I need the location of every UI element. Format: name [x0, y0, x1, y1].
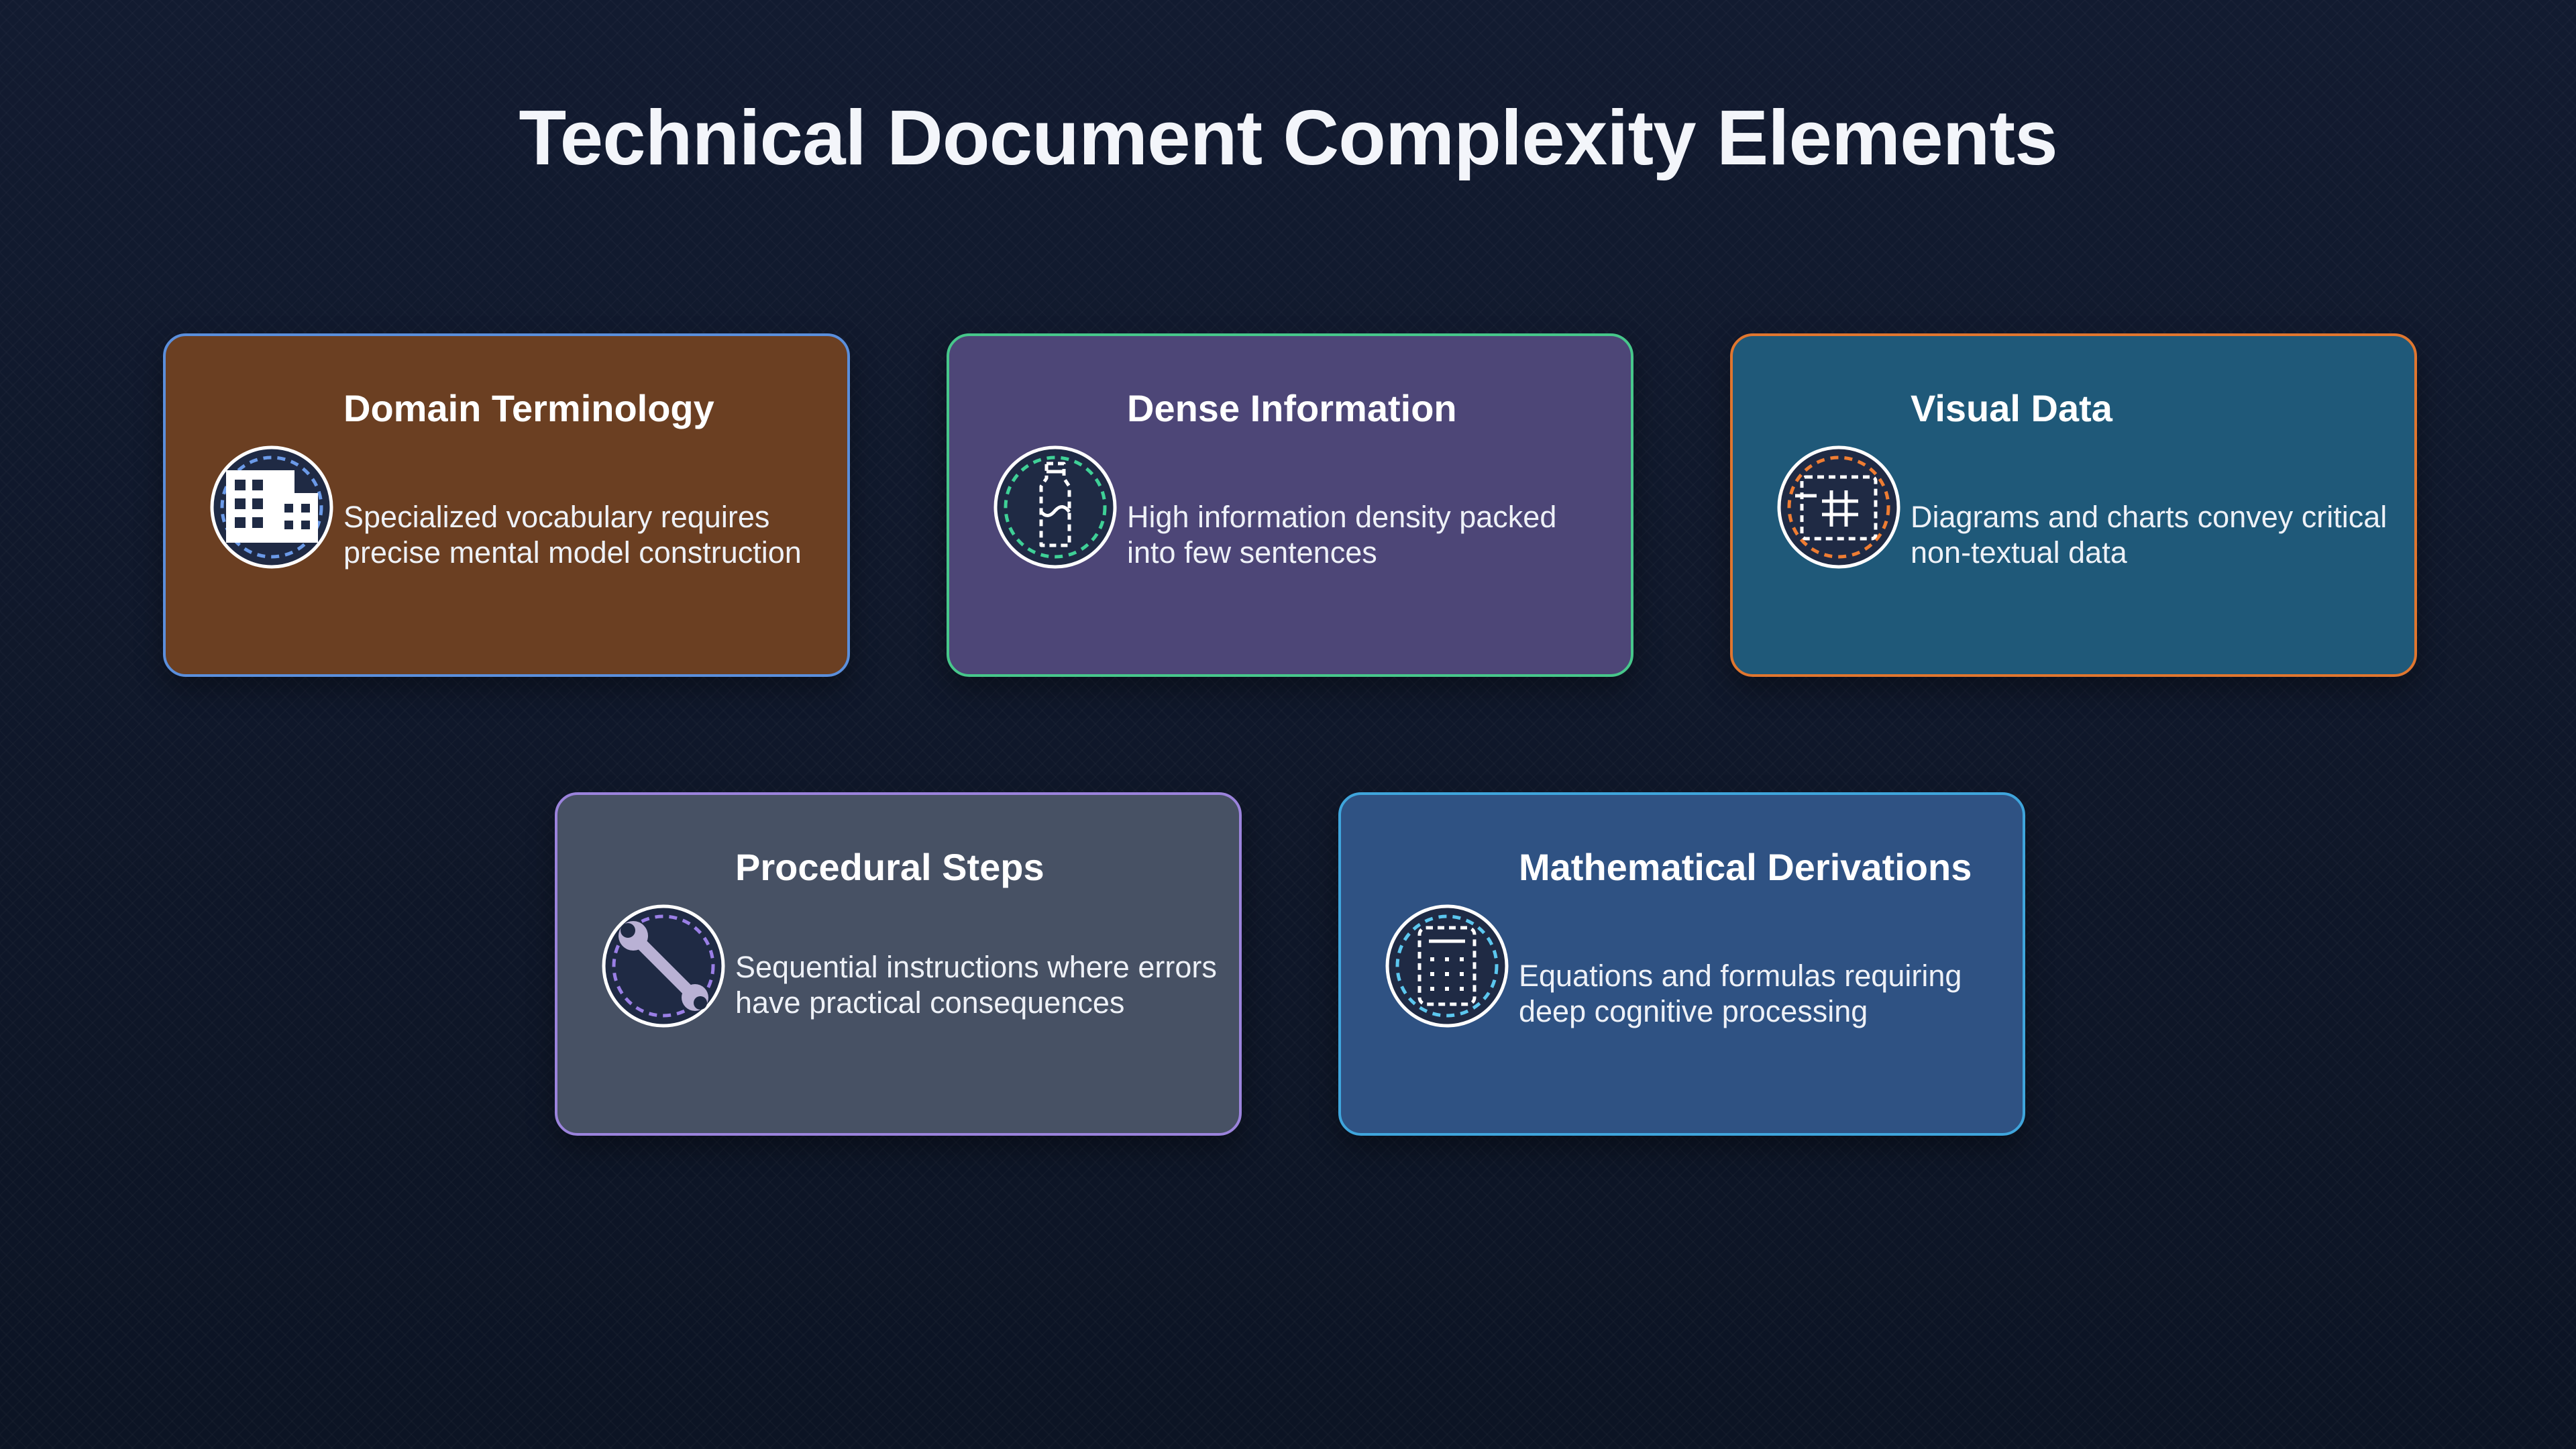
card-title: Visual Data	[1911, 387, 2112, 429]
bottle-icon	[993, 445, 1118, 570]
wrench-icon	[601, 904, 726, 1028]
card-title: Domain Terminology	[343, 387, 714, 429]
card-dense-information: Dense Information High information densi…	[947, 333, 1633, 677]
card-description: Specialized vocabulary requires precise …	[343, 500, 802, 570]
building-icon	[209, 445, 334, 570]
calculator-icon	[1385, 904, 1509, 1028]
card-procedural-steps: Procedural Steps Sequential instructions…	[555, 792, 1242, 1136]
card-visual-data: Visual Data Diagrams and charts convey c…	[1730, 333, 2417, 677]
chart-icon	[1776, 445, 1901, 570]
card-title: Mathematical Derivations	[1519, 846, 1972, 888]
card-mathematical-derivations: Mathematical Derivations Equations and f…	[1338, 792, 2025, 1136]
card-description: High information density packed into few…	[1127, 500, 1557, 570]
card-description: Sequential instructions where errors hav…	[735, 950, 1217, 1020]
card-description: Equations and formulas requiring deep co…	[1519, 959, 1962, 1028]
page-title: Technical Document Complexity Elements	[519, 94, 2057, 181]
card-description: Diagrams and charts convey critical non-…	[1911, 500, 2387, 570]
card-title: Dense Information	[1127, 387, 1457, 429]
card-domain-terminology: Domain Terminology Specialized vocabular…	[163, 333, 850, 677]
card-title: Procedural Steps	[735, 846, 1044, 888]
